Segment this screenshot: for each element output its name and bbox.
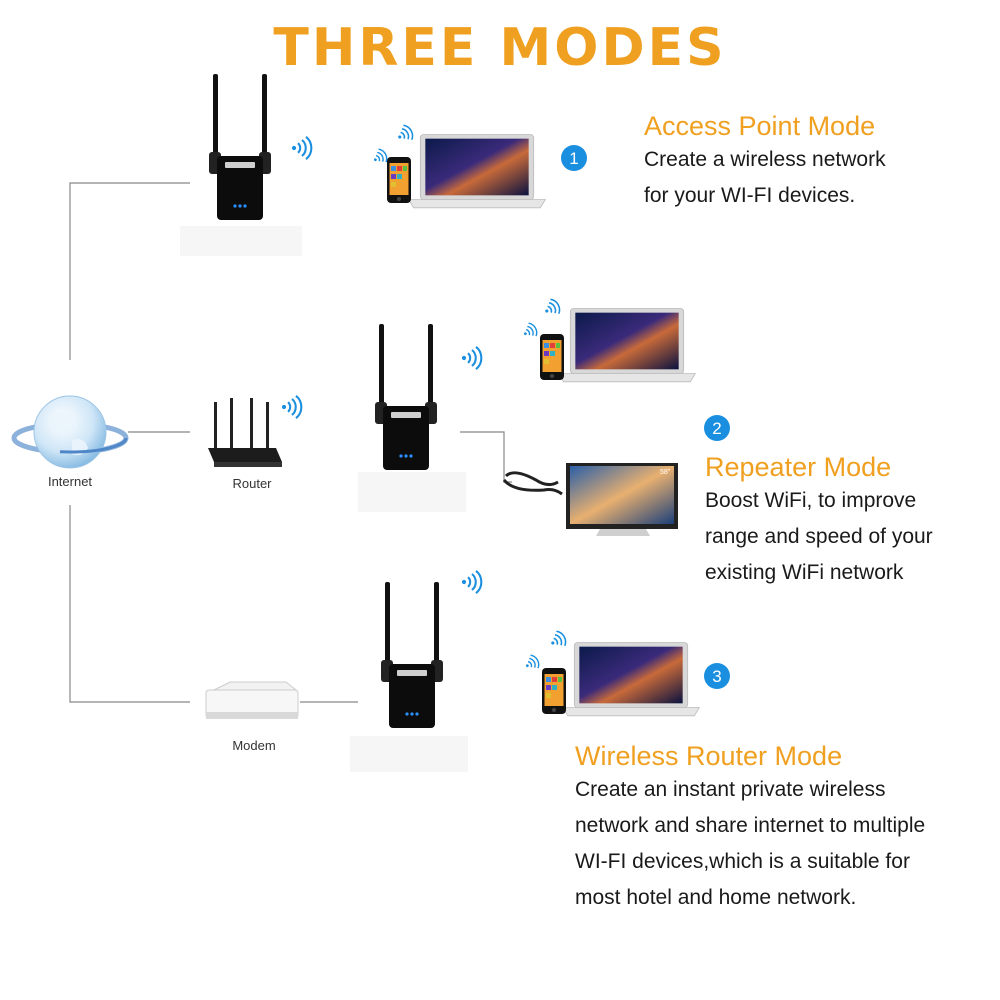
mode-2-title: Repeater Mode — [705, 452, 892, 482]
mode-1-description: Create a wireless network for your WI-FI… — [644, 142, 886, 214]
mode-1-desc-line: Create a wireless network — [644, 148, 886, 171]
router-wifi-icon — [280, 394, 303, 420]
mode-2-desc-line: existing WiFi network — [705, 561, 904, 584]
mode-3-desc-line: Create an instant private wireless — [575, 778, 886, 801]
laptop-wifi-icon — [540, 296, 564, 320]
mode-2-description: Boost WiFi, to improve range and speed o… — [705, 483, 933, 591]
svg-text:2: 2 — [712, 419, 721, 438]
tv-size-label: 58" — [660, 469, 671, 476]
mode-3-description: Create an instant private wireless netwo… — [575, 772, 925, 916]
extender-3-device-icon — [381, 582, 443, 728]
extender-shadow — [350, 736, 468, 772]
modem-label: Modem — [232, 738, 276, 753]
laptop-icon — [408, 134, 546, 209]
internet-globe-icon — [11, 395, 129, 469]
internet-label: Internet — [47, 474, 93, 489]
connection-lines — [69, 182, 512, 703]
page-title: THREE MODES — [273, 18, 727, 78]
extender-shadow — [358, 472, 466, 512]
mode-3-title: Wireless Router Mode — [575, 741, 843, 771]
mode-2-badge: 2 — [704, 415, 730, 441]
laptop-wifi-icon — [393, 122, 417, 146]
mode-3-badge: 3 — [704, 663, 730, 689]
mode-3-desc-line: WI-FI devices,which is a suitable for — [575, 850, 910, 873]
phone-wifi-icon — [519, 320, 540, 342]
laptop-wifi-icon — [546, 628, 570, 652]
extender-3-wifi-icon — [460, 569, 483, 595]
mode-1-desc-line: for your WI-FI devices. — [644, 184, 856, 207]
phone-icon — [542, 668, 566, 714]
extender-1-device-icon — [209, 74, 271, 220]
extender-shadow — [180, 226, 302, 256]
laptop-icon — [562, 642, 700, 717]
modem-icon — [205, 681, 299, 719]
extender-2-wifi-icon — [460, 345, 483, 371]
extender-2-device-icon — [375, 324, 437, 470]
phone-icon — [540, 334, 564, 380]
router-label: Router — [232, 476, 272, 491]
svg-text:1: 1 — [569, 149, 578, 168]
mode-1-title: Access Point Mode — [644, 111, 876, 141]
laptop-icon — [558, 308, 696, 383]
tv-icon: 58" — [502, 463, 678, 536]
mode-3-desc-line: most hotel and home network. — [575, 886, 857, 909]
mode-2-desc-line: Boost WiFi, to improve — [705, 489, 917, 512]
mode-1-badge: 1 — [561, 145, 587, 171]
router-icon — [208, 398, 282, 467]
phone-wifi-icon — [369, 146, 390, 168]
extender-1-wifi-icon — [290, 135, 313, 161]
phone-wifi-icon — [521, 652, 542, 674]
phone-icon — [387, 157, 411, 203]
mode-2-desc-line: range and speed of your — [705, 525, 933, 548]
mode-3-desc-line: network and share internet to multiple — [575, 814, 926, 837]
svg-text:3: 3 — [712, 667, 721, 686]
